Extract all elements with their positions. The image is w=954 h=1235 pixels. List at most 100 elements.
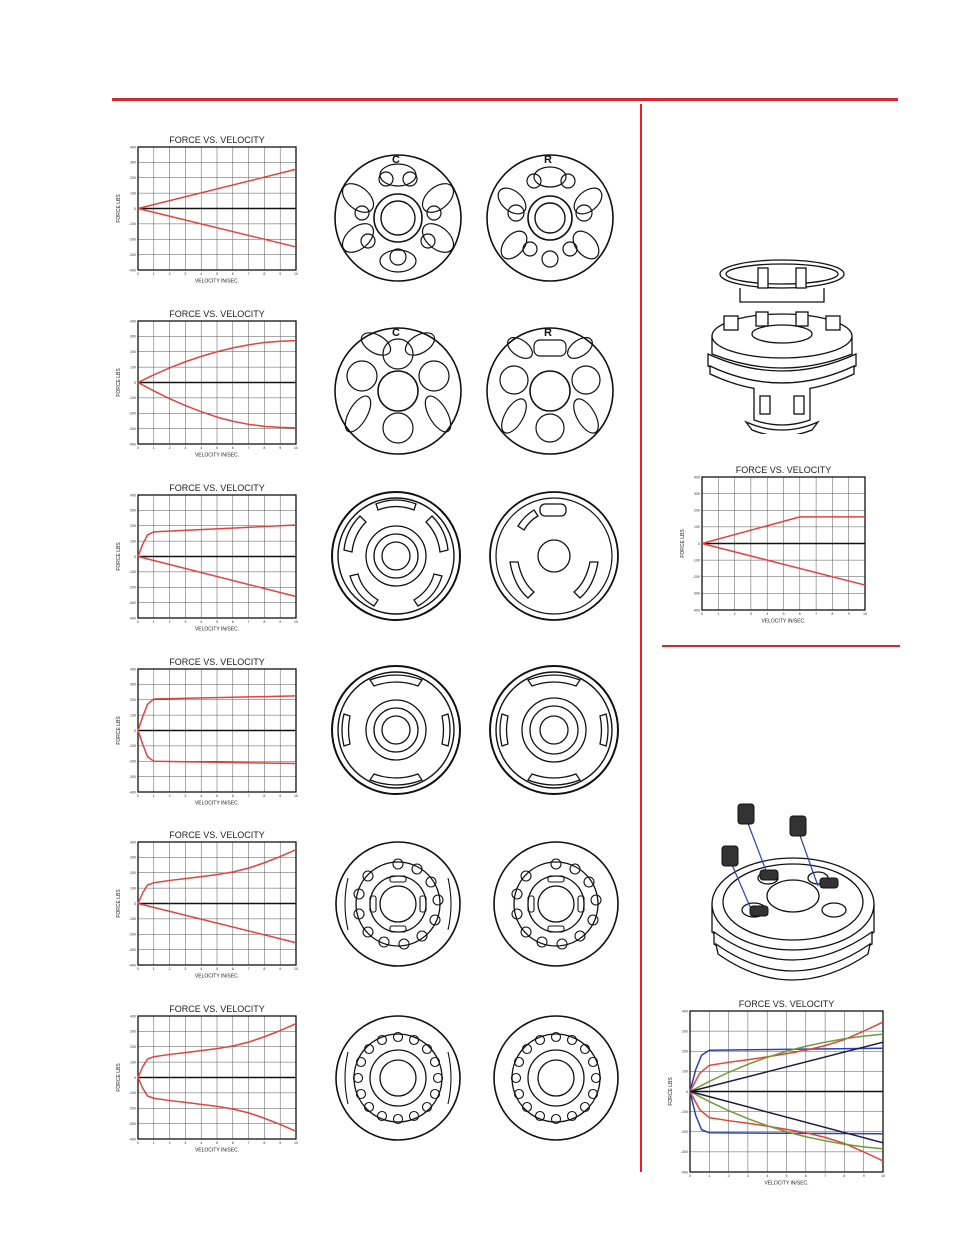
- x-axis-label: VELOCITY IN/SEC.: [195, 453, 239, 459]
- y-tick-label: -100: [129, 1091, 136, 1095]
- x-tick-label: 4: [200, 1141, 202, 1145]
- y-tick-label: -300: [129, 1122, 136, 1126]
- y-axis-label: FORCE LBS: [116, 716, 122, 745]
- y-tick-label: -200: [129, 760, 136, 764]
- x-tick-label: 3: [184, 1141, 186, 1145]
- valve-disc-row2-compression: C: [328, 326, 468, 461]
- disc-label-r: R: [544, 327, 552, 339]
- x-tick-label: 3: [184, 446, 186, 450]
- x-tick-label: 10: [881, 1174, 885, 1178]
- y-axis-label: FORCE LBS: [680, 529, 686, 558]
- x-tick-label: 0: [137, 272, 139, 276]
- y-tick-label: 400: [682, 1009, 688, 1013]
- y-tick-label: 200: [130, 698, 136, 702]
- x-tick-label: 6: [232, 1141, 234, 1145]
- y-tick-label: 200: [694, 509, 700, 513]
- x-tick-label: 7: [248, 1141, 250, 1145]
- y-tick-label: 300: [682, 1029, 688, 1033]
- y-tick-label: 400: [130, 493, 136, 497]
- x-tick-label: 8: [263, 967, 265, 971]
- y-tick-label: 0: [134, 207, 136, 211]
- x-tick-label: 9: [863, 1174, 865, 1178]
- x-tick-label: 6: [232, 967, 234, 971]
- y-tick-label: 0: [686, 1090, 688, 1094]
- y-tick-label: -200: [693, 575, 700, 579]
- y-tick-label: 400: [130, 1014, 136, 1018]
- y-tick-label: 300: [130, 335, 136, 339]
- x-tick-label: 10: [294, 794, 298, 798]
- x-tick-label: 8: [263, 620, 265, 624]
- x-tick-label: 10: [863, 612, 867, 616]
- y-tick-label: -100: [129, 570, 136, 574]
- y-tick-label: 400: [130, 840, 136, 844]
- x-tick-label: 3: [184, 620, 186, 624]
- x-tick-label: 0: [137, 620, 139, 624]
- y-tick-label: -300: [129, 775, 136, 779]
- series-line-5: [689, 1090, 884, 1150]
- piston-assembly-illustration: [700, 254, 870, 439]
- y-tick-label: 100: [694, 525, 700, 529]
- adjustable-valve-illustration: [706, 800, 886, 995]
- x-axis-label: VELOCITY IN/SEC.: [195, 627, 239, 633]
- y-tick-label: -300: [129, 253, 136, 257]
- disc-label-c: C: [392, 154, 400, 166]
- x-tick-label: 1: [153, 1141, 155, 1145]
- valve-disc-row1-rebound: R: [484, 153, 624, 288]
- series-line-0: [137, 524, 297, 557]
- x-tick-label: 9: [279, 794, 281, 798]
- x-tick-label: 5: [783, 612, 785, 616]
- y-axis-label: FORCE LBS: [116, 194, 122, 223]
- y-tick-label: -100: [129, 222, 136, 226]
- x-tick-label: 9: [279, 446, 281, 450]
- y-tick-label: -400: [129, 442, 136, 446]
- vertical-red-divider: [640, 104, 642, 1172]
- y-tick-label: -400: [129, 268, 136, 272]
- x-tick-label: 4: [200, 620, 202, 624]
- chart-title: FORCE VS. VELOCITY: [169, 135, 265, 145]
- chart-title: FORCE VS. VELOCITY: [739, 999, 835, 1009]
- x-axis-label: VELOCITY IN/SEC.: [761, 619, 805, 625]
- x-tick-label: 8: [263, 446, 265, 450]
- x-tick-label: 3: [184, 967, 186, 971]
- series-line-0: [137, 339, 297, 384]
- y-axis-label: FORCE LBS: [116, 542, 122, 571]
- y-tick-label: 100: [130, 365, 136, 369]
- x-tick-label: 9: [848, 612, 850, 616]
- x-tick-label: 6: [232, 794, 234, 798]
- y-tick-label: 0: [698, 542, 700, 546]
- x-axis-label: VELOCITY IN/SEC.: [195, 1148, 239, 1154]
- x-tick-label: 0: [689, 1174, 691, 1178]
- x-tick-label: 3: [750, 612, 752, 616]
- x-tick-label: 4: [766, 612, 768, 616]
- x-tick-label: 5: [216, 446, 218, 450]
- x-tick-label: 6: [232, 446, 234, 450]
- y-tick-label: 100: [130, 191, 136, 195]
- x-axis-label: VELOCITY IN/SEC.: [195, 279, 239, 285]
- x-tick-label: 3: [184, 794, 186, 798]
- x-tick-label: 3: [184, 272, 186, 276]
- x-tick-label: 8: [263, 272, 265, 276]
- valve-disc-row4-rebound: [488, 664, 624, 805]
- series-line-1: [137, 730, 297, 765]
- y-tick-label: 200: [682, 1050, 688, 1054]
- valve-disc-row2-rebound: R: [484, 326, 624, 461]
- y-tick-label: 400: [130, 145, 136, 149]
- x-tick-label: 7: [248, 967, 250, 971]
- valve-disc-row6-rebound: [492, 1012, 622, 1151]
- x-tick-label: 0: [137, 1141, 139, 1145]
- x-tick-label: 5: [786, 1174, 788, 1178]
- x-tick-label: 10: [294, 1141, 298, 1145]
- y-tick-label: -100: [693, 558, 700, 562]
- y-tick-label: 300: [130, 683, 136, 687]
- x-tick-label: 1: [153, 967, 155, 971]
- series-line-0: [137, 1023, 297, 1078]
- x-axis-label: VELOCITY IN/SEC.: [764, 1181, 808, 1187]
- y-tick-label: -400: [129, 616, 136, 620]
- series-line-1: [137, 207, 297, 248]
- chart-title: FORCE VS. VELOCITY: [736, 465, 832, 475]
- top-red-rule: [112, 98, 898, 101]
